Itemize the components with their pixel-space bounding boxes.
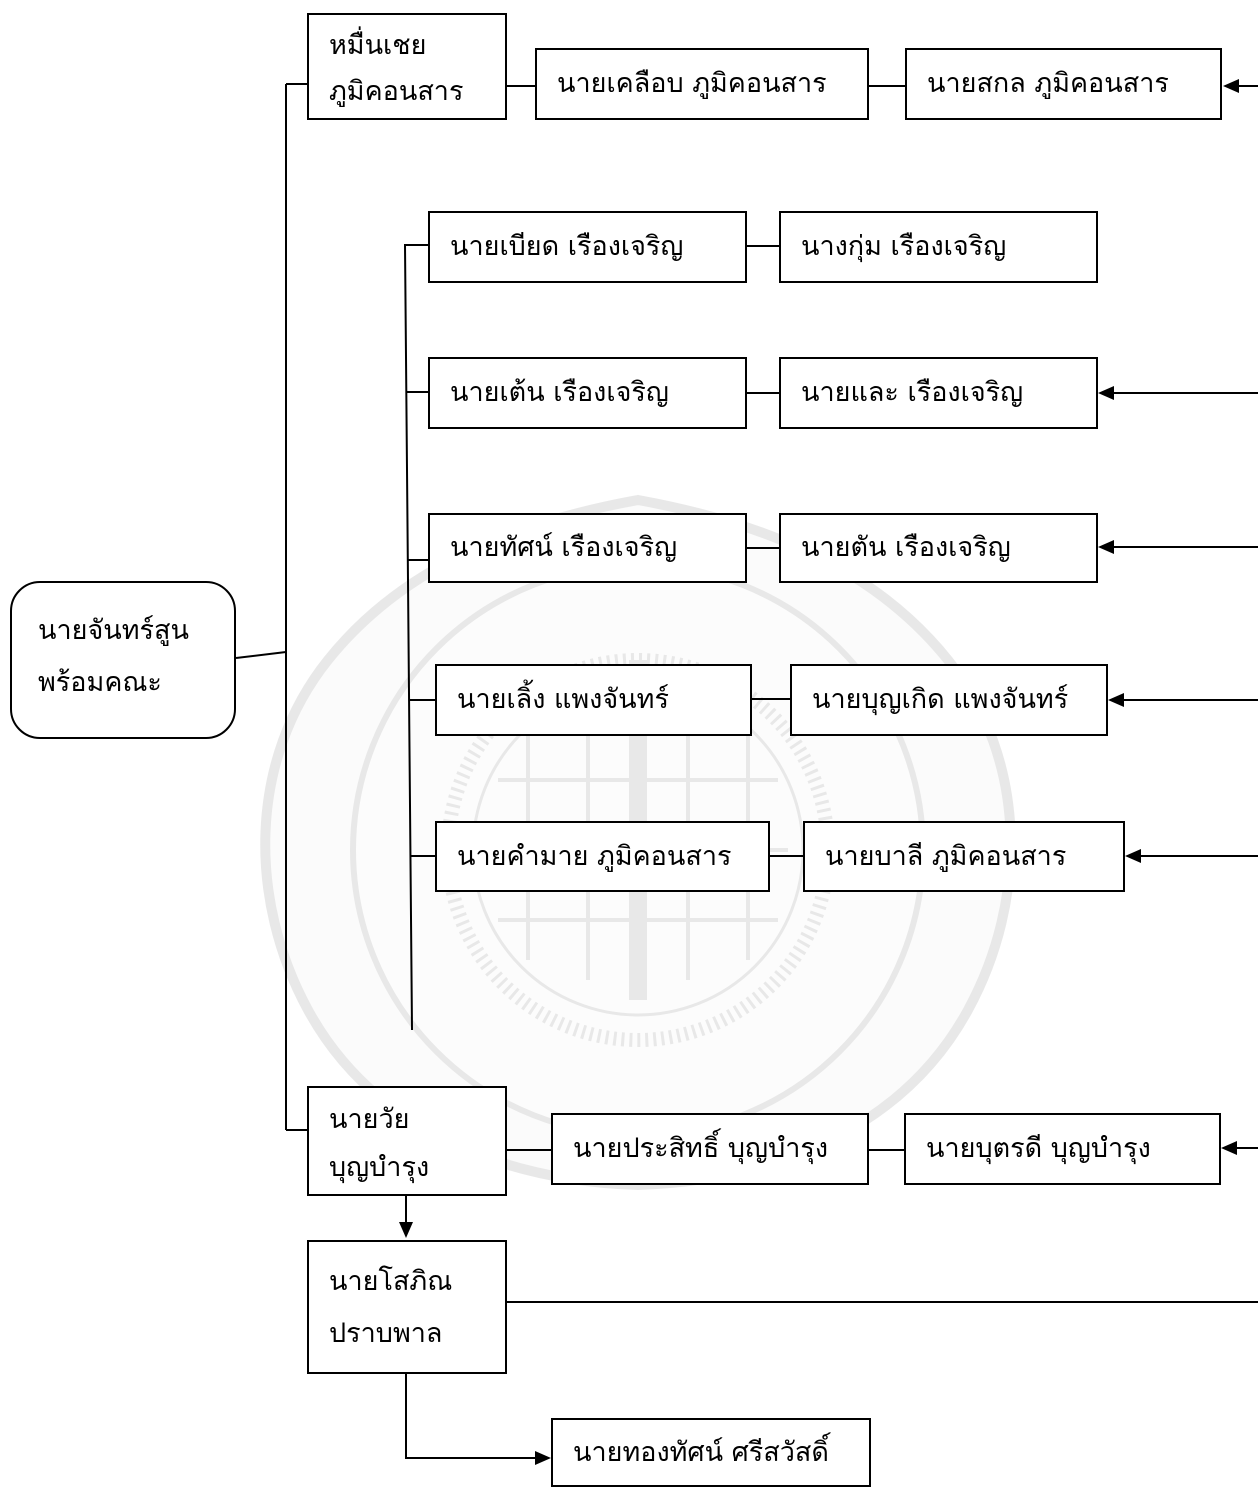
- node-prasit: นายประสิทธิ์ บุญบำรุง: [551, 1113, 869, 1185]
- node-tan: นายตัน เรืองเจริญ: [779, 513, 1098, 583]
- arrowhead-sophin: [399, 1222, 413, 1238]
- node-muen-choei: หมื่นเชย ภูมิคอนสาร: [307, 13, 507, 120]
- arrowhead-bali: [1125, 849, 1141, 863]
- arrowhead-bunkoet: [1108, 693, 1124, 707]
- connector-sophin-thongthat: [405, 1374, 536, 1459]
- node-biat: นายเบียด เรืองเจริญ: [428, 211, 747, 283]
- node-khluap: นายเคลือบ ภูมิคอนสาร: [535, 48, 869, 120]
- node-wai: นายวัย บุญบำรุง: [307, 1086, 507, 1196]
- node-root: นายจันทร์สูน พร้อมคณะ: [10, 581, 236, 739]
- node-khammai: นายคำมาย ภูมิคอนสาร: [435, 821, 770, 892]
- node-thongthat: นายทองทัศน์ ศรีสวัสดิ์: [551, 1418, 871, 1487]
- node-butdi: นายบุตรดี บุญบำรุง: [904, 1113, 1221, 1185]
- node-sakon: นายสกล ภูมิคอนสาร: [905, 48, 1222, 120]
- connector-branch-vertical: [403, 244, 428, 1031]
- arrowhead-sakon: [1223, 79, 1239, 93]
- node-that: นายทัศน์ เรืองเจริญ: [428, 513, 747, 583]
- arrowhead-tan: [1098, 540, 1114, 554]
- node-bali: นายบาลี ภูมิคอนสาร: [803, 821, 1125, 892]
- connector-root-trunk: [235, 651, 287, 659]
- node-ten: นายเต้น เรืองเจริญ: [428, 357, 747, 429]
- node-lae: นายและ เรืองเจริญ: [779, 357, 1098, 429]
- node-bunkoet: นายบุญเกิด แพงจันทร์: [790, 664, 1108, 736]
- node-laeng: นายเลิ้ง แพงจันทร์: [435, 664, 752, 736]
- node-kum: นางกุ่ม เรืองเจริญ: [779, 211, 1098, 283]
- arrowhead-lae: [1098, 386, 1114, 400]
- node-sophin: นายโสภิณ ปราบพาล: [307, 1240, 507, 1374]
- arrowhead-thongthat: [535, 1451, 551, 1465]
- arrowhead-butdi: [1221, 1141, 1237, 1155]
